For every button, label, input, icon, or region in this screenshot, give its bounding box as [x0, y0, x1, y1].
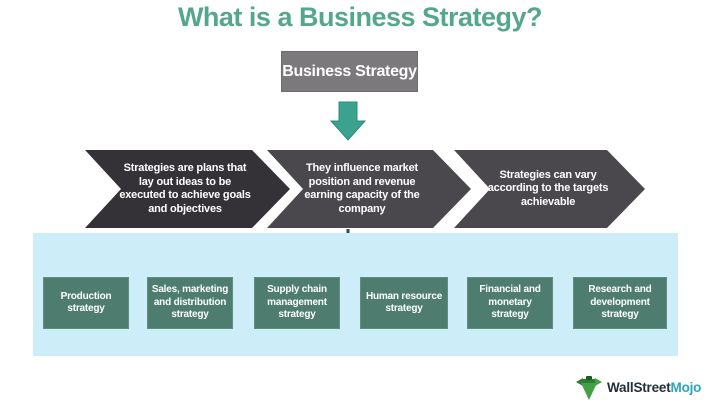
- chevron-shape-2: [267, 150, 471, 228]
- strategy-box-supply-chain: Supply chain management strategy: [254, 277, 340, 329]
- chevron-shape-3: [454, 150, 645, 228]
- strategies-background-band: [33, 233, 678, 356]
- business-strategy-node-label: Business Strategy: [282, 62, 417, 80]
- brand-text-mojo: Mojo: [670, 379, 702, 395]
- wallstreetmojo-logo: WallStreetMojo: [575, 372, 701, 402]
- wallstreetmojo-wordmark: WallStreetMojo: [607, 380, 701, 395]
- strategy-box-sales-marketing-distribution: Sales, marketing and distribution strate…: [147, 277, 233, 329]
- chevron-shape-1: [85, 150, 290, 228]
- down-arrow-icon: [329, 101, 367, 141]
- chevron-1-text: Strategies are plans that lay out ideas …: [119, 162, 251, 215]
- chevron-3-text: Strategies can vary according to the tar…: [487, 168, 609, 208]
- strategy-box-research-development: Research and development strategy: [573, 277, 667, 329]
- brand-text-wallstreet: WallStreet: [607, 379, 671, 395]
- strategy-box-production: Production strategy: [43, 277, 129, 329]
- chevron-2-text: They influence market position and reven…: [304, 162, 420, 215]
- strategy-box-financial-monetary: Financial and monetary strategy: [467, 277, 553, 329]
- wallstreetmojo-icon: [576, 376, 602, 400]
- business-strategy-node: Business Strategy: [281, 51, 418, 92]
- strategy-box-human-resource: Human resource strategy: [360, 277, 448, 329]
- page-title: What is a Business Strategy?: [177, 2, 543, 32]
